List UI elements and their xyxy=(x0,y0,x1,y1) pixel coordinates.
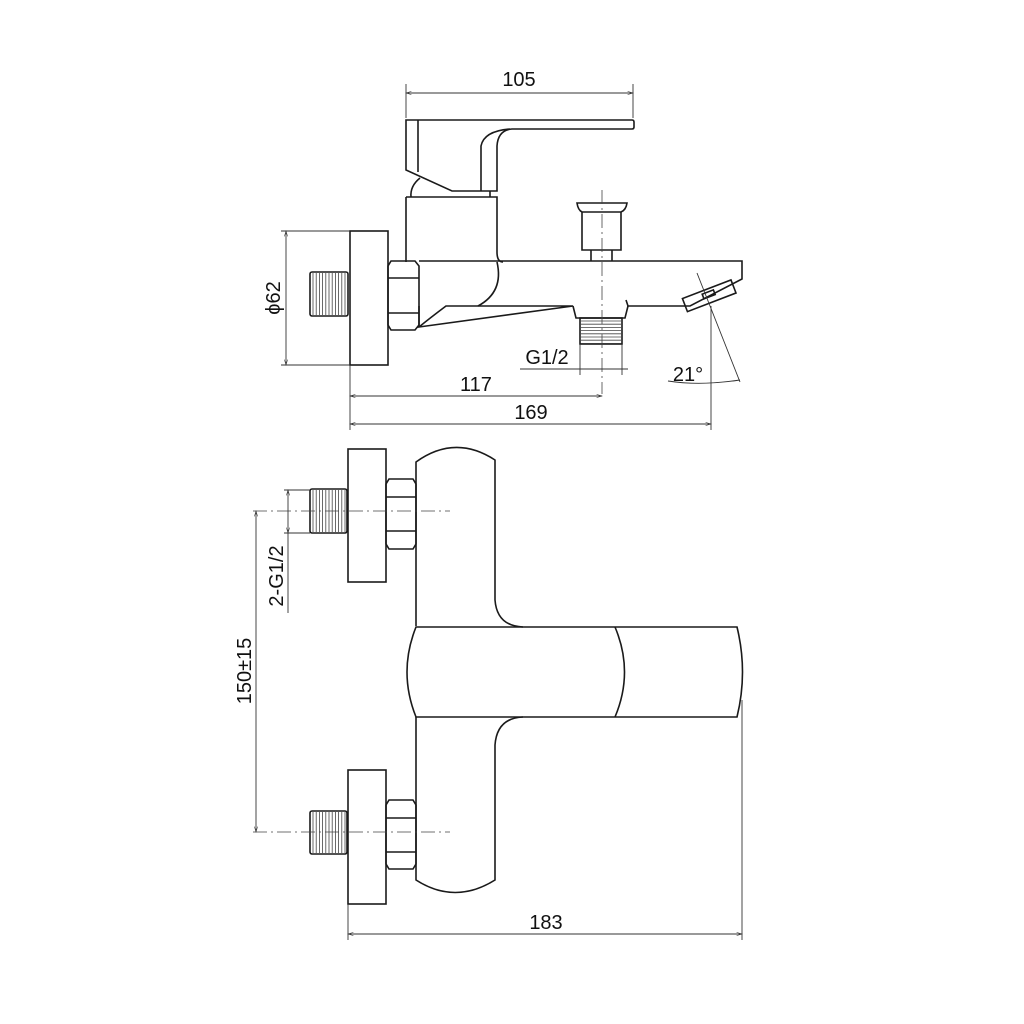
dim-2-g12-label: 2-G1/2 xyxy=(266,545,288,606)
dim-117: 117 xyxy=(350,365,602,430)
dim-105-label: 105 xyxy=(502,69,535,91)
dim-angle: 21° xyxy=(667,272,741,386)
front-view: 2-G1/2 150±15 183 xyxy=(234,446,744,940)
dim-diameter: ϕ62 xyxy=(263,231,350,365)
wall-flange xyxy=(349,230,389,366)
dim-117-label: 117 xyxy=(460,374,492,396)
dim-183: 183 xyxy=(348,700,742,940)
inlet-thread xyxy=(309,271,349,317)
body-lower xyxy=(415,716,524,894)
mixer-body xyxy=(405,196,504,263)
dim-angle-label: 21° xyxy=(673,364,703,386)
outlet-thread xyxy=(579,317,623,345)
dim-g12-outlet: G1/2 xyxy=(520,344,628,375)
bottom-flange xyxy=(347,769,387,905)
dim-diameter-label: ϕ62 xyxy=(263,281,285,314)
body-upper xyxy=(415,446,524,628)
cartridge-cap xyxy=(410,177,491,198)
dim-2-g12: 2-G1/2 xyxy=(266,490,310,613)
dim-150: 150±15 xyxy=(234,511,256,832)
aerator xyxy=(681,278,738,313)
handle-lever xyxy=(405,119,635,192)
dim-g12-label: G1/2 xyxy=(525,347,568,369)
top-hex-nut xyxy=(385,478,417,550)
handle-inner-edge xyxy=(417,120,511,191)
dim-169-label: 169 xyxy=(514,402,547,424)
side-view: 105 ϕ62 G1/2 117 169 21° xyxy=(263,69,743,430)
lever-divider xyxy=(614,626,626,718)
dim-150-label: 150±15 xyxy=(234,638,256,705)
shower-outlet xyxy=(572,305,629,319)
bottom-inlet-thread xyxy=(309,810,348,855)
dim-105: 105 xyxy=(406,69,633,118)
top-flange xyxy=(347,448,387,583)
hex-nut xyxy=(387,260,420,331)
dim-183-label: 183 xyxy=(529,912,562,934)
bottom-hex-nut xyxy=(385,799,417,870)
lever-front xyxy=(406,626,744,718)
diverter-knob xyxy=(576,202,628,261)
dim-169: 169 xyxy=(350,306,711,430)
